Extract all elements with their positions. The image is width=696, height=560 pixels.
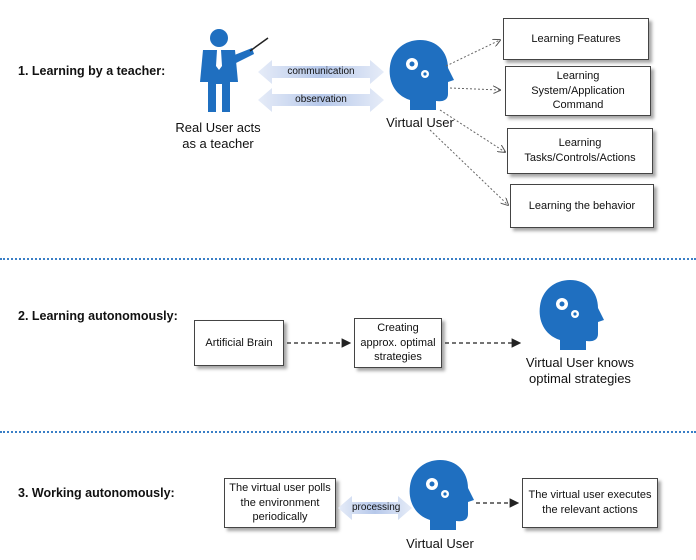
virtual-user-knows-line1: Virtual User knows: [525, 355, 635, 370]
box-creating-strategies: Creating approx. optimal strategies: [354, 318, 442, 368]
box-virtual-user-executes: The virtual user executes the relevant a…: [522, 478, 658, 528]
box-learning-behavior: Learning the behavior: [510, 184, 654, 228]
section-1-title: 1. Learning by a teacher:: [18, 64, 166, 78]
section-separator-2: [0, 431, 696, 433]
real-user-caption-line2: as a teacher: [182, 136, 254, 152]
real-user-caption-line1: Real User acts: [175, 120, 261, 135]
observation-label: observation: [295, 94, 347, 105]
box-learning-features: Learning Features: [503, 18, 649, 60]
section-3-title: 3. Working autonomously:: [18, 486, 175, 500]
virtual-user-caption-3: Virtual User: [406, 536, 474, 551]
box-virtual-user-polls: The virtual user polls the environment p…: [224, 478, 336, 528]
processing-label: processing: [352, 502, 401, 513]
box-artificial-brain: Artificial Brain: [194, 320, 284, 366]
virtual-user-knows-caption: Virtual User knows optimal strategies: [510, 355, 650, 388]
section-2-title: 2. Learning autonomously:: [18, 309, 178, 323]
communication-label: communication: [287, 66, 355, 77]
real-user-caption: Real User acts as a teacher: [148, 120, 288, 153]
virtual-user-caption-1: Virtual User: [386, 115, 454, 130]
virtual-user-knows-line2: optimal strategies: [529, 371, 631, 387]
box-learning-system-command: Learning System/Application Command: [505, 66, 651, 116]
section-separator-1: [0, 258, 696, 260]
box-learning-tasks-controls-actions: Learning Tasks/Controls/Actions: [507, 128, 653, 174]
